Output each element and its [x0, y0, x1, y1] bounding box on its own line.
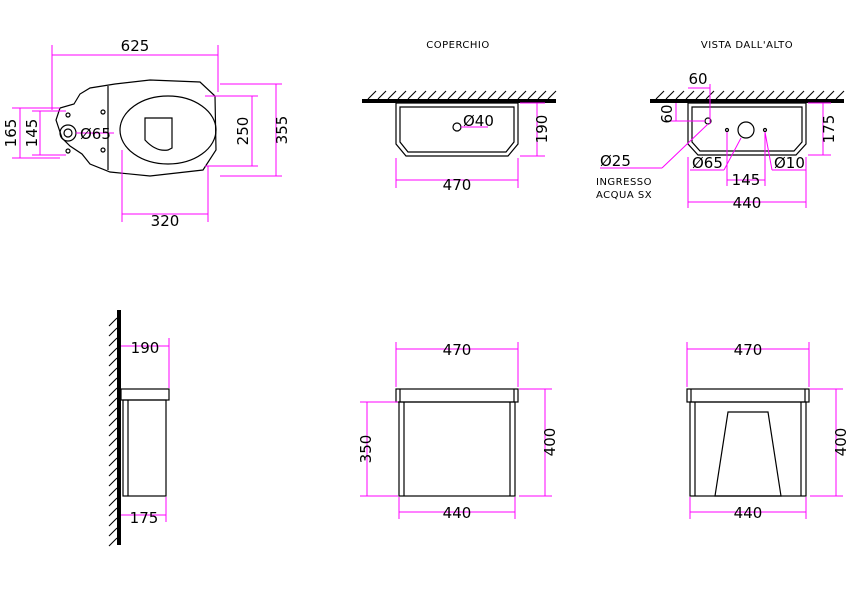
dim-label: Ø65: [692, 154, 723, 172]
dim-lid-470: 470: [395, 158, 519, 194]
dim-back-440: 440: [689, 497, 807, 522]
drain-hole: [59, 124, 77, 142]
lid-hole: [452, 122, 462, 132]
dim-320: 320: [121, 150, 209, 230]
dim-lid-190: 190: [520, 102, 551, 157]
dim-label: 250: [234, 117, 252, 146]
dim-va-d10: Ø10: [764, 131, 806, 172]
dim-label: 400: [832, 428, 850, 457]
back-body: [689, 401, 807, 497]
dim-label-d65: Ø65: [80, 125, 111, 143]
dim-label: 190: [533, 115, 551, 144]
front-lid: [395, 388, 519, 403]
bowl-outline: [55, 79, 217, 177]
dim-front-470: 470: [395, 341, 519, 387]
side-body: [122, 399, 167, 497]
dim-label: 60: [688, 70, 707, 88]
dim-label: 470: [443, 176, 472, 194]
dim-165: 165: [2, 107, 60, 159]
dim-va-175: 175: [808, 102, 838, 156]
fixing-hole: [100, 147, 106, 153]
dim-va-d25: Ø25 INGRESSO ACQUA SX: [596, 123, 709, 201]
dim-250: 250: [205, 95, 258, 167]
cistern-back-view: 470 400 440: [686, 341, 850, 522]
dim-145: 145: [23, 110, 66, 156]
dim-label: 320: [151, 212, 180, 230]
toilet-top-view: 625 165 145 Ø65 250 355: [2, 37, 291, 230]
dim-label: Ø10: [774, 154, 805, 172]
side-lid: [120, 388, 170, 401]
lid-inner: [399, 106, 515, 153]
dim-front-400: 400: [519, 388, 559, 497]
cistern-inner: [691, 106, 803, 152]
lid-view: COPERCHIO Ø40 190 470: [362, 40, 557, 194]
wall-hatch: [367, 90, 557, 100]
dim-label: Ø25: [600, 152, 631, 170]
dim-va-60h: 60: [688, 70, 711, 124]
dim-back-470: 470: [686, 341, 810, 387]
front-body: [398, 401, 516, 497]
dim-label: 145: [23, 119, 41, 148]
dim-label: 145: [732, 171, 761, 189]
dim-label: 165: [2, 119, 20, 148]
cistern-outline: [687, 102, 807, 156]
dim-label: 190: [131, 339, 160, 357]
dim-label: 175: [820, 115, 838, 144]
dim-label: 440: [734, 504, 763, 522]
back-lid: [686, 388, 810, 403]
small-hole: [762, 127, 768, 133]
dim-label: 175: [130, 509, 159, 527]
dim-va-145: 145: [726, 132, 766, 189]
dim-side-175: 175: [121, 497, 167, 527]
back-recess: [714, 411, 782, 497]
wall-hatch: [655, 90, 845, 100]
small-hole: [724, 127, 730, 133]
bowl-rim: [119, 95, 217, 165]
fixing-hole: [65, 112, 71, 118]
dim-va-60v: 60: [658, 103, 705, 124]
dim-label: 60: [658, 104, 676, 123]
dim-label: 350: [357, 435, 375, 464]
dim-label: 355: [273, 116, 291, 145]
fixing-hole: [65, 148, 71, 154]
dim-label: 470: [443, 341, 472, 359]
dim-355: 355: [220, 83, 291, 177]
wall-hatch: [108, 317, 118, 547]
dim-label-d40: Ø40: [463, 112, 494, 130]
dim-front-350: 350: [357, 401, 398, 497]
dim-label: 625: [121, 37, 150, 55]
seat-shape: [144, 117, 173, 151]
vista-alto-title: VISTA DALL'ALTO: [701, 40, 793, 51]
dim-front-440: 440: [398, 497, 516, 522]
cistern-front-view: 470 350 400 440: [357, 341, 559, 522]
dim-label: 470: [734, 341, 763, 359]
dim-back-400: 400: [810, 388, 850, 497]
dim-label: 440: [733, 194, 762, 212]
fixing-hole: [100, 109, 106, 115]
cistern-side-view: 190 175: [108, 310, 170, 547]
dim-625: 625: [51, 37, 219, 110]
ingresso-label-2: ACQUA SX: [596, 190, 652, 201]
flush-hole: [737, 121, 755, 139]
lid-outline: [395, 102, 519, 157]
dim-side-190: 190: [121, 338, 170, 388]
ingresso-label-1: INGRESSO: [596, 177, 652, 188]
dim-label: 400: [541, 428, 559, 457]
dim-va-440: 440: [687, 157, 807, 212]
top-view-cistern: VISTA DALL'ALTO 60 60: [596, 40, 845, 212]
coperchio-title: COPERCHIO: [426, 40, 489, 51]
dim-label: 440: [443, 504, 472, 522]
